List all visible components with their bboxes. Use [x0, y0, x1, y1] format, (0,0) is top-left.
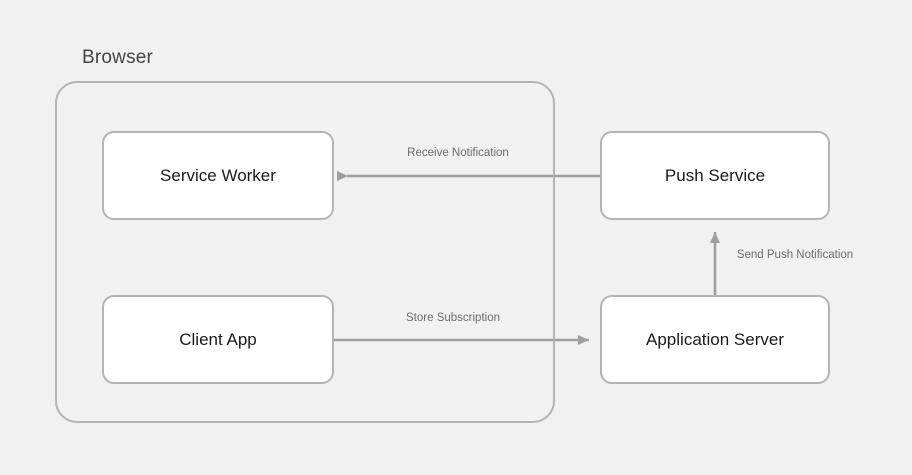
browser-group-label: Browser: [82, 47, 154, 68]
node-label-service-worker: Service Worker: [160, 165, 276, 185]
browser-group-container: [55, 81, 555, 423]
node-push-service[interactable]: Push Service: [600, 131, 830, 220]
edge-label-store-subscription: Store Subscription: [406, 312, 500, 324]
node-service-worker[interactable]: Service Worker: [102, 131, 334, 220]
node-application-server[interactable]: Application Server: [600, 295, 830, 384]
edge-label-receive-notification: Receive Notification: [407, 147, 509, 159]
node-label-application-server: Application Server: [646, 329, 784, 349]
node-label-push-service: Push Service: [664, 165, 766, 185]
node-label-client-app: Client App: [179, 329, 257, 349]
node-client-app[interactable]: Client App: [102, 295, 334, 384]
edge-label-send-push-notification: Send Push Notification: [736, 249, 854, 261]
